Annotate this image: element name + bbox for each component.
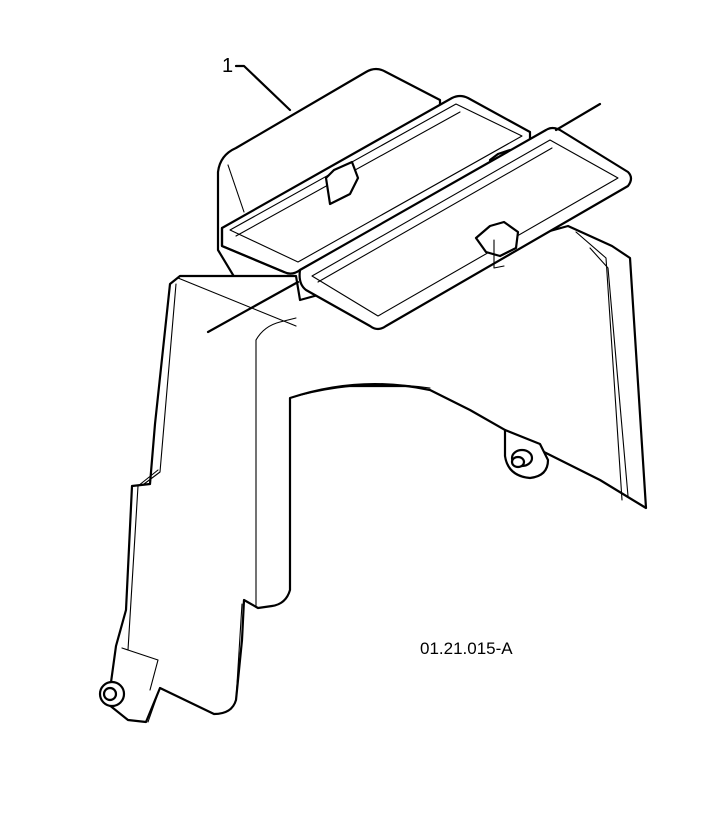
left-mounting-boss (98, 680, 126, 708)
callout-leader (234, 64, 292, 112)
tray-right-section (298, 126, 633, 331)
shield-panel (106, 224, 648, 724)
figure-reference: 01.21.015-A (420, 639, 513, 658)
tray-axis-lines (206, 102, 602, 334)
right-mounting-boss (503, 428, 550, 480)
callout-number: 1 (222, 55, 233, 77)
